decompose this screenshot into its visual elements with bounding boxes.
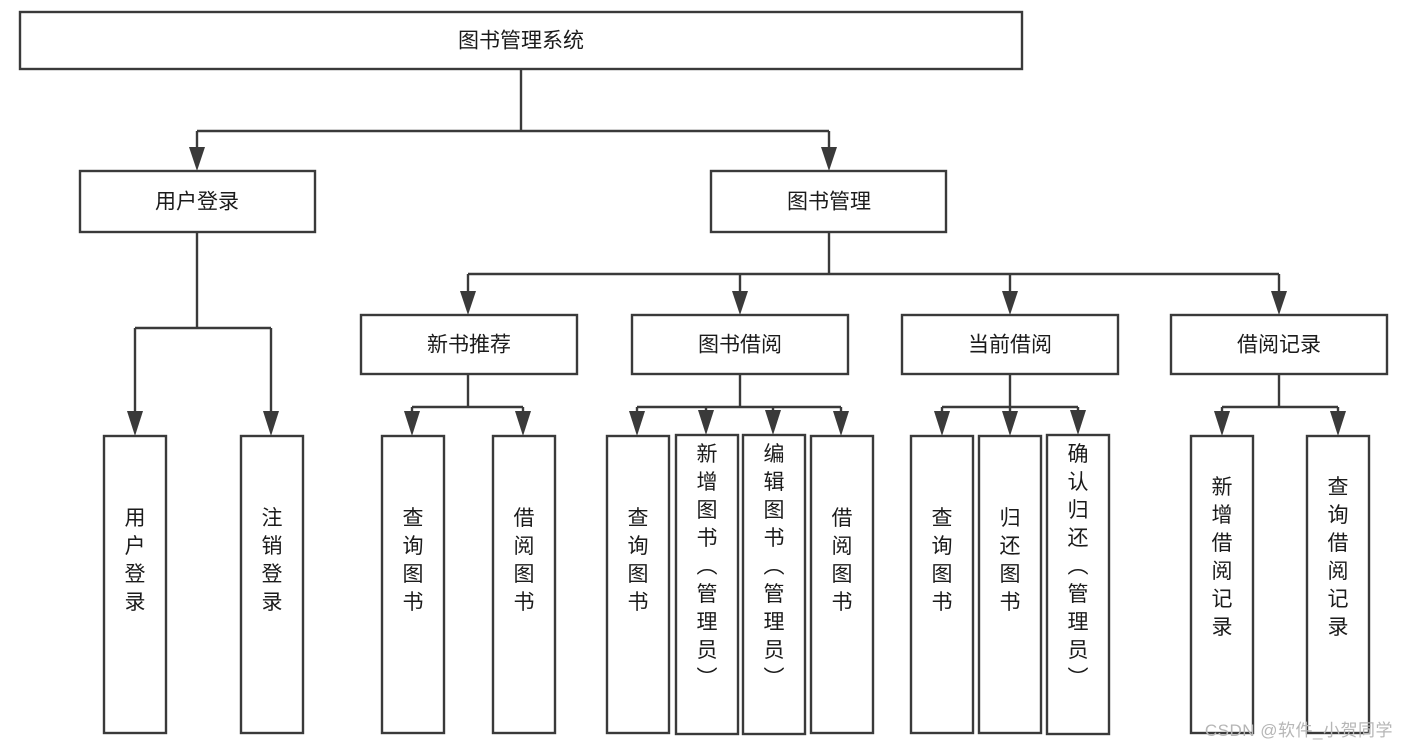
node-leaf-query-book-1-label: 查询图书 xyxy=(403,507,424,614)
arrow-icon-leaf-add-book xyxy=(698,410,714,435)
node-leaf-add-book-label: 新增图书︵管理员︶ xyxy=(697,443,718,690)
node-leaf-query-book-1[interactable]: 查询图书 xyxy=(380,434,446,735)
connector-group-book-manage xyxy=(460,232,1287,315)
node-leaf-return-book[interactable]: 归还图书 xyxy=(977,434,1043,735)
node-borrow-record-label: 借阅记录 xyxy=(1237,334,1321,357)
node-user-login[interactable]: 用户登录 xyxy=(78,169,317,234)
node-book-manage[interactable]: 图书管理 xyxy=(709,169,948,234)
connector-group-book-borrow xyxy=(629,374,849,436)
arrow-icon-leaf-edit-book xyxy=(765,410,781,435)
node-leaf-query-book-3[interactable]: 查询图书 xyxy=(909,434,975,735)
csdn-watermark: CSDN @软件_小贺同学 xyxy=(1204,721,1393,740)
node-leaf-user-logout-box[interactable] xyxy=(239,434,305,735)
node-current-borrow[interactable]: 当前借阅 xyxy=(900,313,1120,376)
connector-group-borrow-record xyxy=(1214,374,1346,436)
connector-group-new-book-recommend xyxy=(404,374,531,436)
arrow-icon-current-borrow xyxy=(1002,291,1018,315)
node-new-book-recommend[interactable]: 新书推荐 xyxy=(359,313,579,376)
node-leaf-add-record-box[interactable] xyxy=(1189,434,1255,735)
node-leaf-borrow-book-1[interactable]: 借阅图书 xyxy=(491,434,557,735)
arrow-icon-book-manage xyxy=(821,147,837,171)
node-root[interactable]: 图书管理系统 xyxy=(18,10,1024,71)
node-leaf-user-login-box[interactable] xyxy=(102,434,168,735)
node-leaf-user-login-label: 用户登录 xyxy=(125,507,146,614)
connector-group-root xyxy=(189,69,837,171)
arrow-icon-leaf-borrow-book-2 xyxy=(833,411,849,436)
node-leaf-query-book-2[interactable]: 查询图书 xyxy=(605,434,671,735)
node-leaf-confirm-return-box[interactable] xyxy=(1045,433,1111,736)
node-leaf-borrow-book-1-box[interactable] xyxy=(491,434,557,735)
arrow-icon-leaf-add-record xyxy=(1214,411,1230,436)
node-leaf-query-book-3-box[interactable] xyxy=(909,434,975,735)
node-leaf-confirm-return[interactable]: 确认归还︵管理员︶ xyxy=(1045,433,1111,736)
node-current-borrow-box[interactable] xyxy=(900,313,1120,376)
node-leaf-borrow-book-2-label: 借阅图书 xyxy=(832,507,853,614)
node-book-manage-label: 图书管理 xyxy=(787,191,871,214)
node-leaf-add-book[interactable]: 新增图书︵管理员︶ xyxy=(674,433,740,736)
arrow-icon-leaf-query-book-2 xyxy=(629,411,645,436)
node-leaf-add-record-label: 新增借阅记录 xyxy=(1212,476,1233,639)
arrow-icon-leaf-query-book-1 xyxy=(404,411,420,436)
node-leaf-return-book-box[interactable] xyxy=(977,434,1043,735)
connector-group-current-borrow xyxy=(934,374,1086,436)
node-leaf-borrow-book-2[interactable]: 借阅图书 xyxy=(809,434,875,735)
node-leaf-query-record-box[interactable] xyxy=(1305,434,1371,735)
arrow-icon-new-book-recommend xyxy=(460,291,476,315)
arrow-icon-user-login xyxy=(189,147,205,171)
arrow-icon-leaf-confirm-return xyxy=(1070,410,1086,435)
node-user-login-box[interactable] xyxy=(78,169,317,234)
node-leaf-user-logout[interactable]: 注销登录 xyxy=(239,434,305,735)
arrow-icon-book-borrow xyxy=(732,291,748,315)
node-leaf-query-record-label: 查询借阅记录 xyxy=(1328,476,1349,639)
node-root-label: 图书管理系统 xyxy=(458,30,584,53)
node-leaf-borrow-book-2-box[interactable] xyxy=(809,434,875,735)
node-book-borrow[interactable]: 图书借阅 xyxy=(630,313,850,376)
arrow-icon-leaf-user-logout xyxy=(263,411,279,436)
node-leaf-edit-book[interactable]: 编辑图书︵管理员︶ xyxy=(741,433,807,736)
node-current-borrow-label: 当前借阅 xyxy=(968,334,1052,357)
node-leaf-add-record[interactable]: 新增借阅记录 xyxy=(1189,434,1255,735)
node-leaf-query-book-1-box[interactable] xyxy=(380,434,446,735)
node-leaf-confirm-return-label: 确认归还︵管理员︶ xyxy=(1068,443,1089,690)
node-leaf-user-login[interactable]: 用户登录 xyxy=(102,434,168,735)
node-book-borrow-box[interactable] xyxy=(630,313,850,376)
node-leaf-query-record[interactable]: 查询借阅记录 xyxy=(1305,434,1371,735)
node-leaf-query-book-2-box[interactable] xyxy=(605,434,671,735)
node-leaf-query-book-2-label: 查询图书 xyxy=(628,507,649,614)
node-book-manage-box[interactable] xyxy=(709,169,948,234)
node-leaf-borrow-book-1-label: 借阅图书 xyxy=(514,507,535,614)
arrow-icon-borrow-record xyxy=(1271,291,1287,315)
node-leaf-query-book-3-label: 查询图书 xyxy=(932,507,953,614)
arrow-icon-leaf-return-book xyxy=(1002,411,1018,436)
arrow-icon-leaf-query-record xyxy=(1330,411,1346,436)
node-leaf-edit-book-box[interactable] xyxy=(741,433,807,736)
node-leaf-user-logout-label: 注销登录 xyxy=(262,507,283,614)
arrow-icon-leaf-borrow-book-1 xyxy=(515,411,531,436)
node-leaf-edit-book-label: 编辑图书︵管理员︶ xyxy=(764,443,785,690)
node-new-book-recommend-label: 新书推荐 xyxy=(427,334,511,357)
node-leaf-return-book-label: 归还图书 xyxy=(1000,507,1021,614)
connector-group-user-login xyxy=(127,232,279,436)
node-borrow-record-box[interactable] xyxy=(1169,313,1389,376)
arrow-icon-leaf-query-book-3 xyxy=(934,411,950,436)
node-book-borrow-label: 图书借阅 xyxy=(698,334,782,357)
node-new-book-recommend-box[interactable] xyxy=(359,313,579,376)
arrow-icon-leaf-user-login xyxy=(127,411,143,436)
node-borrow-record[interactable]: 借阅记录 xyxy=(1169,313,1389,376)
node-root-box[interactable] xyxy=(18,10,1024,71)
node-leaf-add-book-box[interactable] xyxy=(674,433,740,736)
node-user-login-label: 用户登录 xyxy=(155,191,239,214)
